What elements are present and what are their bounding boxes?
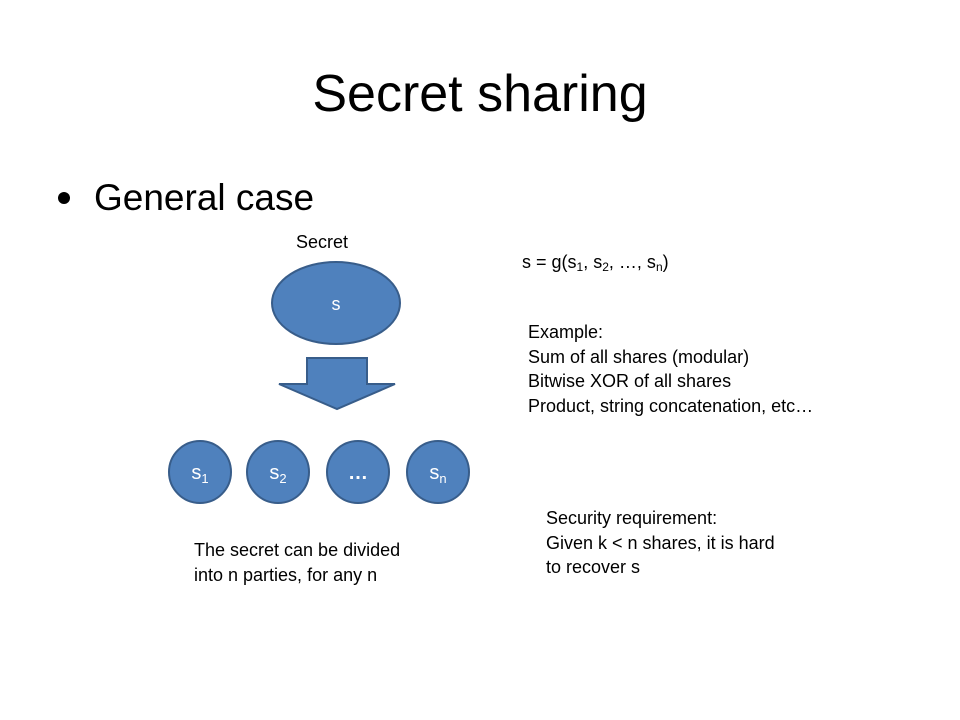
example-text: Example: Sum of all shares (modular) Bit… xyxy=(528,320,813,418)
share-node xyxy=(406,440,470,504)
secret-node xyxy=(271,261,401,345)
bullet-item: General case xyxy=(58,172,314,224)
share-node-label: sn xyxy=(429,462,446,486)
formula-sub-1: 1 xyxy=(576,260,584,274)
formula-suffix: ) xyxy=(662,252,669,272)
share-node xyxy=(246,440,310,504)
share-node xyxy=(168,440,232,504)
share-node-label: s2 xyxy=(269,462,286,486)
formula-prefix: s = g(s xyxy=(522,252,577,272)
security-line: to recover s xyxy=(546,557,641,577)
share-node-label: s1 xyxy=(191,462,208,486)
formula-sep-1: , s xyxy=(583,252,603,272)
example-line: Sum of all shares (modular) xyxy=(528,346,750,367)
divided-caption: The secret can be divided into n parties… xyxy=(194,538,400,587)
share-node xyxy=(326,440,390,504)
secret-node-label: s xyxy=(332,294,341,314)
share-nodes: s1 s2 … sn xyxy=(168,440,470,504)
example-line: Bitwise XOR of all shares xyxy=(528,371,732,391)
down-arrow-icon xyxy=(278,357,396,411)
slide-title: Secret sharing xyxy=(312,65,648,123)
security-requirement-text: Security requirement: Given k < n shares… xyxy=(546,506,775,580)
example-line: Product, string concatenation, etc… xyxy=(528,395,814,416)
formula-sub-n: n xyxy=(655,260,663,274)
secret-label: Secret xyxy=(296,232,349,252)
divided-line: The secret can be divided xyxy=(194,540,401,560)
security-line: Security requirement: xyxy=(546,508,718,528)
bullet-text: General case xyxy=(94,177,315,218)
divided-line: into n parties, for any n xyxy=(194,564,378,585)
formula: s = g(s1, s2, …, sn) xyxy=(522,250,669,275)
share-node-label: … xyxy=(348,462,368,484)
formula-sub-2: 2 xyxy=(602,260,609,274)
formula-sep-2: , …, s xyxy=(608,252,656,272)
example-line: Example: xyxy=(528,322,604,342)
security-line: Given k < n shares, it is hard xyxy=(546,532,775,553)
bullet-dot-icon xyxy=(58,192,70,204)
